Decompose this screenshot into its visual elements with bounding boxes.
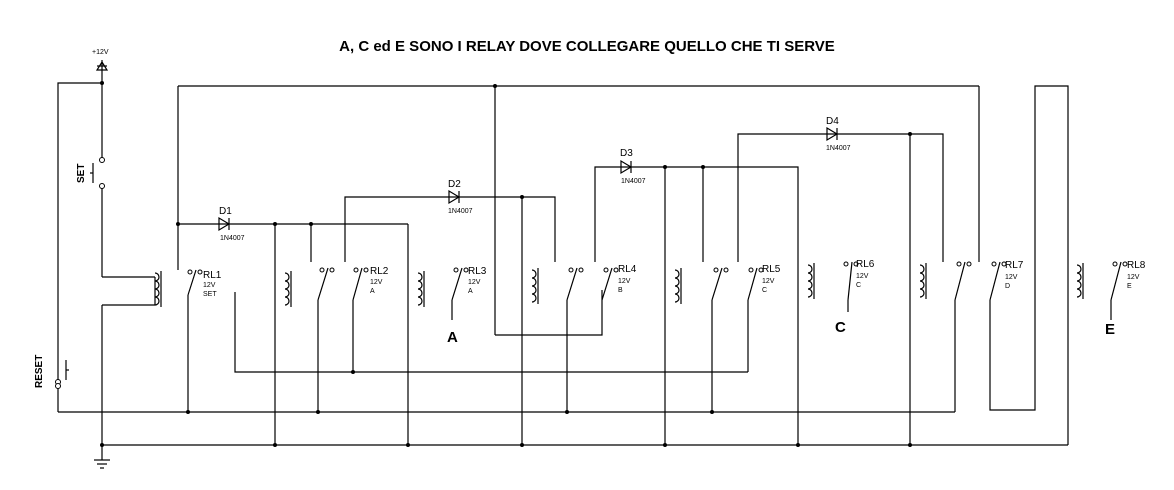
diode-d2-name: D2 [448, 179, 461, 190]
relay-rl8-tag: E [1127, 283, 1132, 290]
junction-dots [100, 81, 912, 447]
contact-terminal [956, 261, 962, 267]
contact-terminal [1112, 261, 1118, 267]
relay-rl7-tag: D [1005, 283, 1010, 290]
relay-rl1-voltage: 12V [203, 282, 216, 289]
relay-rl1-name: RL1 [203, 270, 222, 281]
relay-rl7-name: RL7 [1005, 260, 1024, 271]
relay-rl3-voltage: 12V [468, 279, 481, 286]
contact-terminal [363, 267, 369, 273]
relay-switch-contact [451, 267, 463, 301]
relay-rl2-name: RL2 [370, 266, 389, 277]
contact-terminal [603, 267, 609, 273]
relay-rl4-voltage: 12V [618, 278, 631, 285]
diode-d1-part: 1N4007 [220, 235, 245, 242]
relay-switch-contact [847, 261, 853, 301]
relay-graphics [55, 157, 1128, 389]
relay-switch-contact [989, 261, 1001, 301]
contact-terminal [723, 267, 729, 273]
relay-rl8-voltage: 12V [1127, 274, 1140, 281]
supply-symbol [95, 60, 109, 83]
contact-terminal [1122, 261, 1128, 267]
relay-rl5-name: RL5 [762, 264, 781, 275]
output-label-c: C [835, 319, 846, 336]
relay-rl8-coil [1076, 264, 1082, 298]
relay-switch-contact [711, 267, 723, 301]
contact-terminal [197, 269, 203, 275]
contact-terminal [613, 267, 619, 273]
diode-d4-part: 1N4007 [826, 145, 851, 152]
contact-terminal [853, 261, 859, 267]
output-label-e: E [1105, 321, 1115, 338]
relay-rl4-name: RL4 [618, 264, 637, 275]
relay-rl7-voltage: 12V [1005, 274, 1018, 281]
reset-button-label: RESET [34, 355, 45, 388]
relay-switch-contact [317, 267, 329, 301]
relay-rl1-coil [154, 272, 160, 306]
relay-rl6-voltage: 12V [856, 273, 869, 280]
contact-terminal [187, 269, 193, 275]
relay-rl3-name: RL3 [468, 266, 487, 277]
contact-terminal [966, 261, 972, 267]
relay-rl5-coil [674, 269, 680, 303]
diode-d3-part: 1N4007 [621, 178, 646, 185]
diode-d1 [218, 216, 231, 232]
relay-rl5-tag: C [762, 287, 767, 294]
relay-rl4-coil [531, 269, 537, 303]
relay-rl8-name: RL8 [1127, 260, 1146, 271]
relay-switch-contact [187, 269, 197, 296]
contact-terminal [319, 267, 325, 273]
contact-terminal [758, 267, 764, 273]
relay-rl3-coil [417, 272, 423, 306]
relay-switch-contact [747, 267, 758, 301]
button-terminal [99, 183, 105, 189]
diode-d1-name: D1 [219, 206, 232, 217]
relay-rl3-tag: A [468, 288, 473, 295]
relay-switch-contact [954, 261, 966, 301]
contact-terminal [843, 261, 849, 267]
relay-switch-contact [352, 267, 363, 301]
ground-symbol [94, 444, 110, 469]
relay-rl6-coil [807, 264, 813, 298]
contact-terminal [713, 267, 719, 273]
relay-rl2-voltage: 12V [370, 279, 383, 286]
relay-rl1-tag: SET [203, 291, 217, 298]
relay-rl6-name: RL6 [856, 259, 875, 270]
diode-d2 [448, 189, 461, 205]
diode-d4-name: D4 [826, 116, 839, 127]
contact-terminal [353, 267, 359, 273]
contact-terminal [568, 267, 574, 273]
diode-d3-name: D3 [620, 148, 633, 159]
relay-switch-contact [601, 267, 613, 301]
contact-terminal [463, 267, 469, 273]
contact-terminal [748, 267, 754, 273]
relay-rl4-tag: B [618, 287, 623, 294]
wiring [57, 82, 1112, 446]
diagram-title: A, C ed E SONO I RELAY DOVE COLLEGARE QU… [339, 38, 835, 55]
relay-rl2-coil [284, 272, 290, 306]
relay-switch-contact [1110, 261, 1122, 301]
set-button-label: SET [76, 164, 87, 183]
output-label-a: A [447, 329, 458, 346]
relay-rl5-voltage: 12V [762, 278, 775, 285]
supply-label: +12V [92, 49, 109, 56]
contact-terminal [991, 261, 997, 267]
contact-terminal [578, 267, 584, 273]
diode-d3 [620, 159, 633, 175]
button-terminal [55, 383, 61, 389]
contact-terminal [1001, 261, 1007, 267]
contact-terminal [329, 267, 335, 273]
diode-d4 [826, 126, 839, 142]
relay-switch-contact [566, 267, 578, 301]
relay-rl6-tag: C [856, 282, 861, 289]
relay-rl2-tag: A [370, 288, 375, 295]
contact-terminal [453, 267, 459, 273]
diode-d2-part: 1N4007 [448, 208, 473, 215]
button-terminal [99, 157, 105, 163]
relay-rl7-coil [919, 264, 925, 298]
